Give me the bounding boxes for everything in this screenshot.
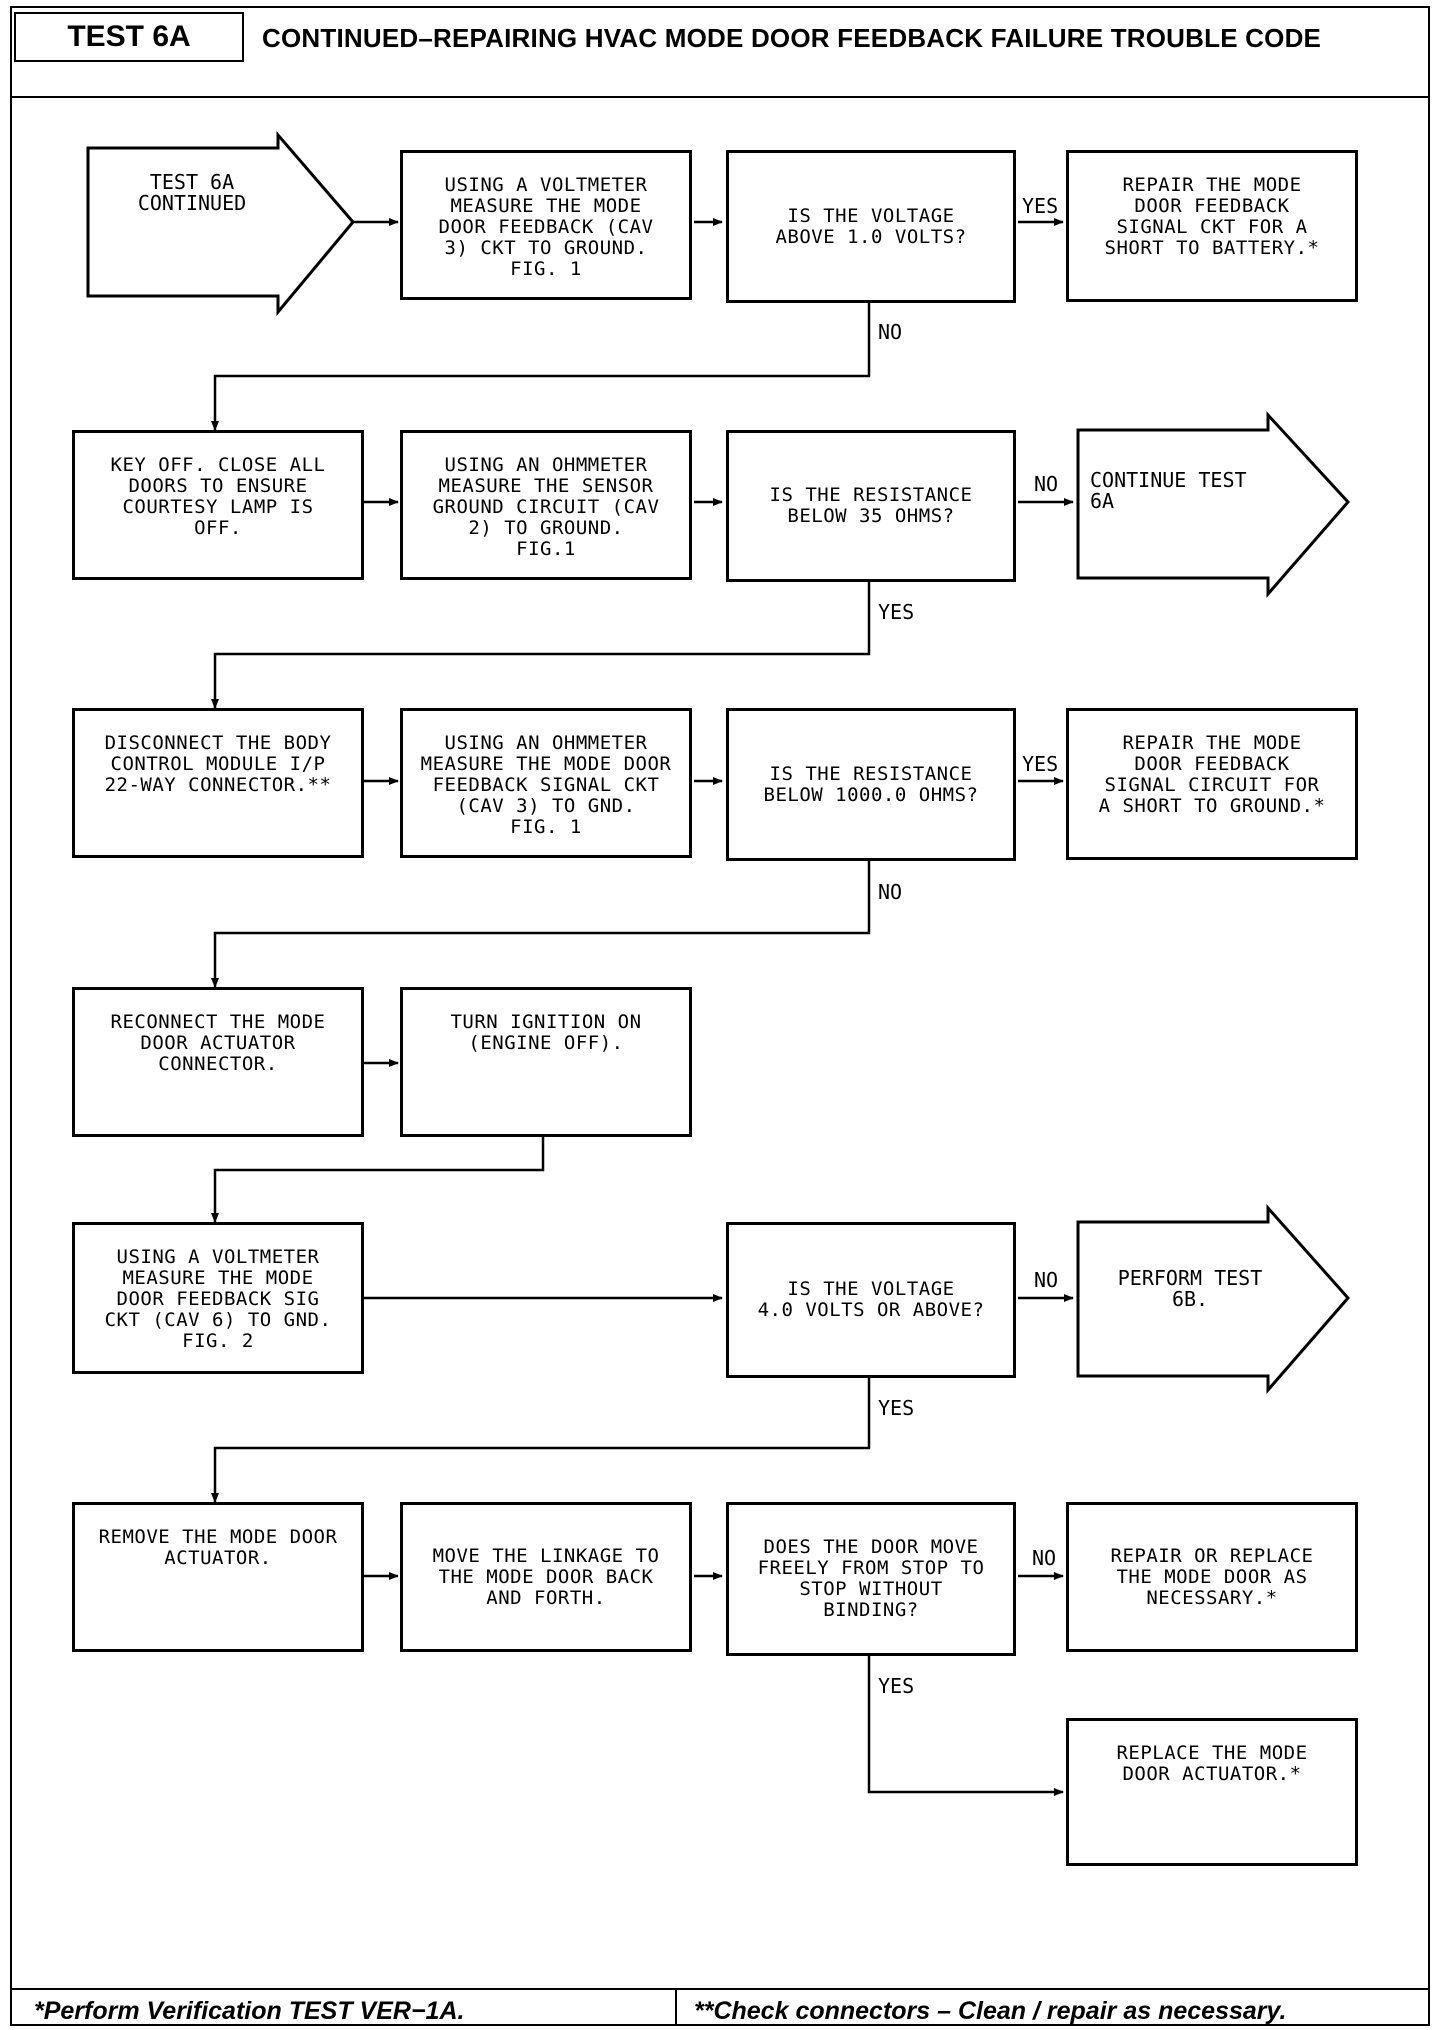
footer-verification-note: *Perform Verification TEST VER−1A. [34, 1996, 465, 2025]
step-measure-feedback-cav3: USING A VOLTMETER MEASURE THE MODE DOOR … [400, 150, 692, 300]
label-no-3: NO [878, 880, 903, 904]
label-no-4: NO [1034, 1268, 1059, 1292]
step-remove-actuator: REMOVE THE MODE DOOR ACTUATOR. [72, 1502, 364, 1652]
step-ignition-on: TURN IGNITION ON (ENGINE OFF). [400, 987, 692, 1137]
decision-door-moves-freely: DOES THE DOOR MOVE FREELY FROM STOP TO S… [726, 1502, 1016, 1656]
test-label: TEST 6A [14, 12, 244, 62]
decision-voltage-above-1v: IS THE VOLTAGE ABOVE 1.0 VOLTS? [726, 150, 1016, 303]
footer-connector-note: **Check connectors – Clean / repair as n… [694, 1996, 1287, 2025]
step-reconnect-actuator: RECONNECT THE MODE DOOR ACTUATOR CONNECT… [72, 987, 364, 1137]
start-arrow: TEST 6A CONTINUED [137, 170, 247, 215]
label-yes-4: YES [878, 1396, 915, 1420]
result-repair-short-to-ground: REPAIR THE MODE DOOR FEEDBACK SIGNAL CIR… [1066, 708, 1358, 860]
decision-resistance-below-35: IS THE RESISTANCE BELOW 35 OHMS? [726, 430, 1016, 582]
label-no-1: NO [878, 320, 903, 344]
step-measure-sensor-ground: USING AN OHMMETER MEASURE THE SENSOR GRO… [400, 430, 692, 580]
step-measure-feedback-cav6: USING A VOLTMETER MEASURE THE MODE DOOR … [72, 1222, 364, 1374]
step-disconnect-bcm-connector: DISCONNECT THE BODY CONTROL MODULE I/P 2… [72, 708, 364, 858]
decision-voltage-4v-or-above: IS THE VOLTAGE 4.0 VOLTS OR ABOVE? [726, 1222, 1016, 1378]
footer-split [675, 1988, 677, 2026]
step-key-off-close-doors: KEY OFF. CLOSE ALL DOORS TO ENSURE COURT… [72, 430, 364, 580]
step-measure-feedback-signal-gnd: USING AN OHMMETER MEASURE THE MODE DOOR … [400, 708, 692, 858]
continue-test-6a-arrow: CONTINUE TEST 6A [1090, 468, 1247, 513]
perform-6b-arrow-shape [1076, 1204, 1350, 1395]
continue-6a-arrow-shape [1076, 411, 1351, 599]
step-move-linkage: MOVE THE LINKAGE TO THE MODE DOOR BACK A… [400, 1502, 692, 1652]
footer-divider [10, 1988, 1430, 1990]
perform-test-6b-arrow: PERFORM TEST 6B. [1117, 1266, 1263, 1311]
label-yes-3: YES [1022, 752, 1059, 776]
result-repair-short-to-battery: REPAIR THE MODE DOOR FEEDBACK SIGNAL CKT… [1066, 150, 1358, 302]
header-divider [10, 96, 1430, 98]
label-no-2: NO [1034, 472, 1059, 496]
result-repair-replace-door: REPAIR OR REPLACE THE MODE DOOR AS NECES… [1066, 1502, 1358, 1652]
start-arrow-shape [86, 130, 355, 317]
outer-border [10, 6, 1430, 2026]
page-title: CONTINUED–REPAIRING HVAC MODE DOOR FEEDB… [262, 22, 1322, 53]
decision-resistance-below-1000: IS THE RESISTANCE BELOW 1000.0 OHMS? [726, 708, 1016, 861]
label-yes-2: YES [878, 600, 915, 624]
label-yes-1: YES [1022, 194, 1059, 218]
label-no-5: NO [1032, 1546, 1057, 1570]
label-yes-5: YES [878, 1674, 915, 1698]
result-replace-actuator: REPLACE THE MODE DOOR ACTUATOR.* [1066, 1718, 1358, 1866]
